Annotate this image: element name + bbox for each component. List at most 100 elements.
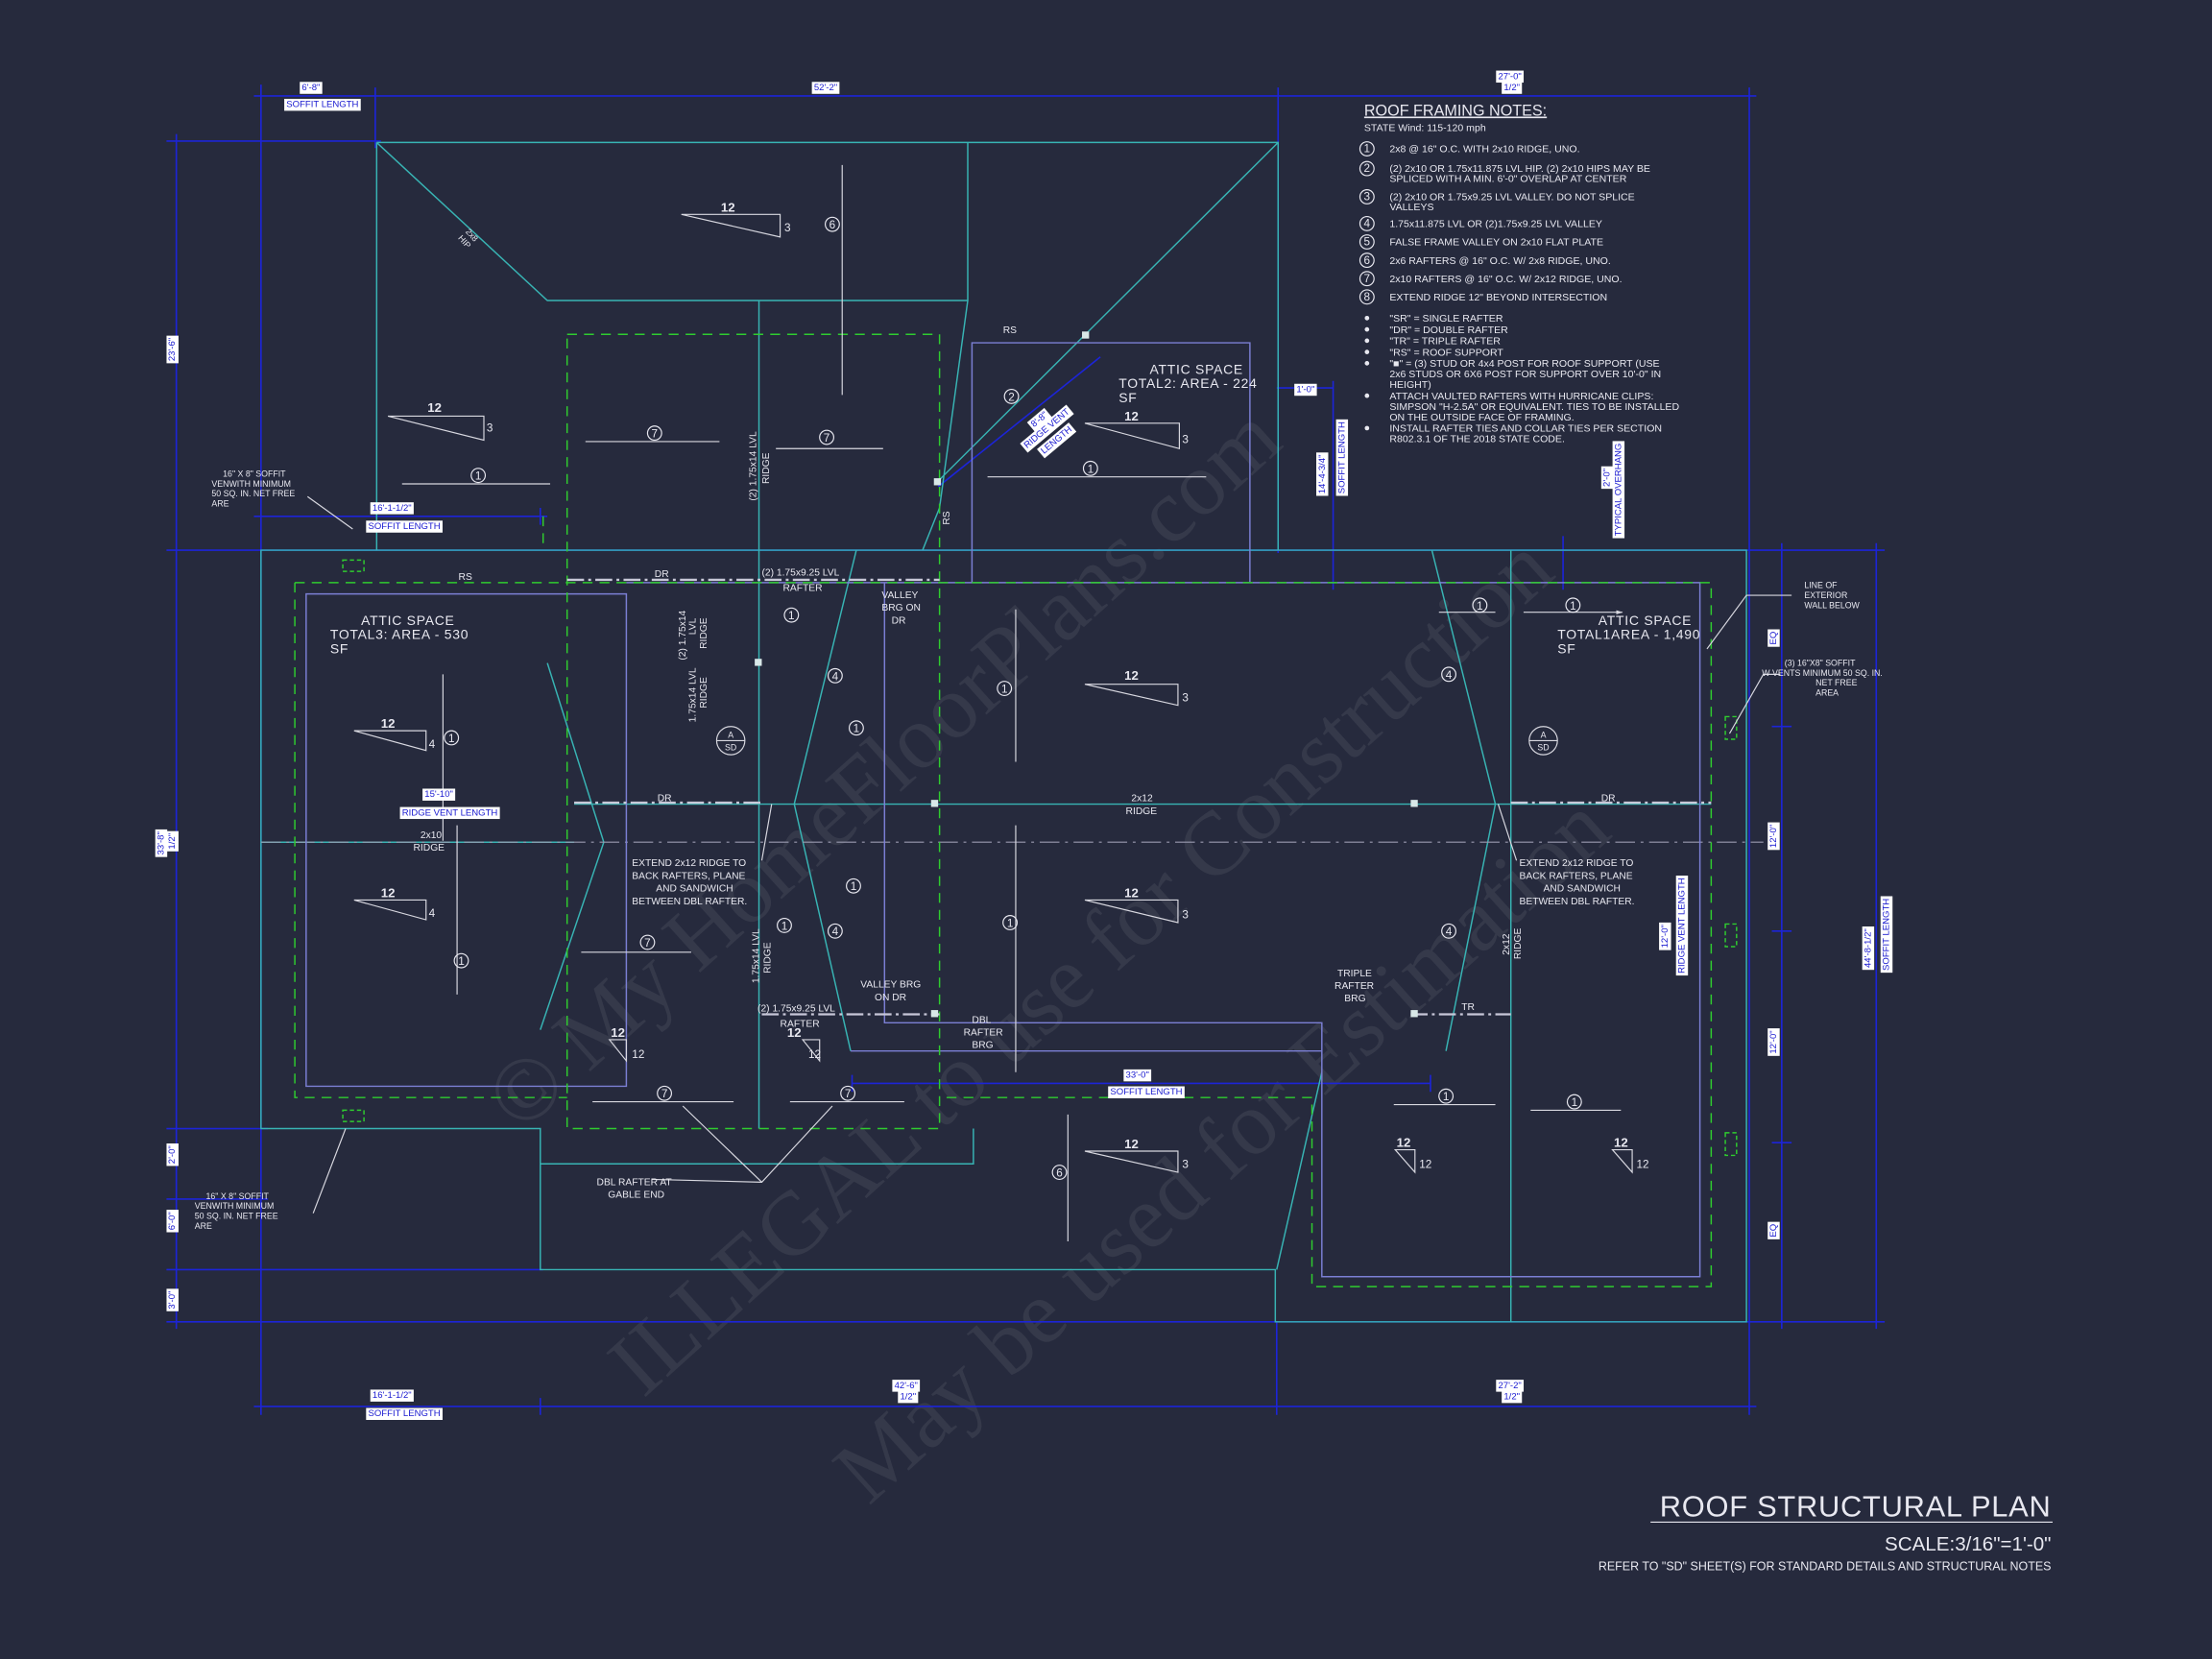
- soffit-vent-note: 50 SQ. IN. NET FREE: [195, 1212, 278, 1221]
- ref-number: 6: [830, 219, 836, 231]
- valley-bearing-label: VALLEY BRG: [860, 980, 921, 991]
- ref-number: 1: [1443, 1091, 1450, 1103]
- dimension-label-box: [284, 98, 361, 111]
- attic-area: TOTAL1AREA - 1,490: [1557, 627, 1700, 642]
- note-ref-marker: 4: [827, 667, 843, 684]
- lvl-ridge-label: 1.75x14 LVL: [752, 928, 762, 983]
- dimension-label: 16'-1-1/2": [373, 1390, 412, 1401]
- ref-circle-icon: [846, 878, 861, 894]
- dimension-label-box: [166, 830, 179, 852]
- note-text: R802.3.1 OF THE 2018 STATE CODE.: [1389, 434, 1565, 445]
- dimension-label-box: [166, 1143, 179, 1166]
- dimension-label-box: [1767, 629, 1780, 647]
- note-number: 5: [1364, 236, 1371, 249]
- soffit-vent-note: 16" X 8" SOFFIT: [223, 469, 286, 479]
- note-text: 2x6 RAFTERS @ 16" O.C. W/ 2x8 RIDGE, UNO…: [1389, 255, 1610, 267]
- note-number: 7: [1364, 273, 1371, 285]
- dimension-label-box: [1767, 822, 1780, 851]
- dimension-label-box: [1294, 383, 1317, 397]
- dimension-label-box: [1316, 452, 1329, 496]
- note-text: FALSE FRAME VALLEY ON 2x10 FLAT PLATE: [1389, 237, 1603, 249]
- ref-number: 7: [845, 1088, 852, 1100]
- soffit-length-label: SOFFIT LENGTH: [286, 100, 358, 110]
- pitch-run: 12: [1124, 409, 1139, 423]
- valley-bearing-label: BRG ON: [881, 603, 921, 613]
- section-marker: A SD: [715, 726, 746, 756]
- dimension-label: 6'-0": [167, 1212, 178, 1230]
- framing-bullet: "DR" = DOUBLE RAFTER: [1364, 325, 1508, 336]
- section-sheet: SD: [1537, 743, 1549, 753]
- note-text: INSTALL RAFTER TIES AND COLLAR TIES PER …: [1389, 423, 1662, 435]
- note-text: 2x8 @ 16" O.C. WITH 2x10 RIDGE, UNO.: [1389, 144, 1579, 156]
- dimension-label: 23'-6": [167, 338, 178, 361]
- note-number-circle: [1358, 271, 1375, 287]
- gable-note: GABLE END: [608, 1190, 664, 1201]
- extend-ridge-note: BETWEEN DBL RAFTER.: [632, 897, 747, 907]
- dimension-label-box: [366, 1407, 443, 1420]
- note-text: "■" = (3) STUD OR 4x4 POST FOR ROOF SUPP…: [1389, 358, 1659, 370]
- pitch-rise: 4: [429, 907, 436, 920]
- ref-number: 1: [1001, 683, 1008, 695]
- ridge-size: 2x10: [421, 830, 443, 841]
- soffit-vent-note: 50 SQ. IN. NET FREE: [211, 489, 295, 498]
- ref-number: 4: [832, 670, 839, 683]
- attic-space-label: ATTIC SPACE TOTAL2: AREA - 224 SF: [1118, 361, 1257, 404]
- attic-area: TOTAL3: AREA - 530: [330, 627, 469, 642]
- ref-number: 4: [1446, 669, 1453, 682]
- ref-number: 1: [1572, 1096, 1578, 1109]
- ridge-size: 2x12: [1131, 794, 1153, 805]
- extend-ridge-note: AND SANDWICH: [1544, 884, 1621, 895]
- attic-area: TOTAL2: AREA - 224: [1118, 375, 1257, 391]
- triple-rafter-brg-label: TRIPLE: [1337, 969, 1372, 979]
- dimension-label: EQ: [1768, 632, 1779, 645]
- note-ref-marker: 1: [848, 720, 864, 736]
- dimension-label: 3'-0": [167, 1291, 178, 1310]
- dimension-label-box: [166, 1288, 179, 1311]
- pitch-rise: 3: [1182, 909, 1189, 922]
- bullet-icon: [1364, 315, 1370, 321]
- note-text: "TR" = TRIPLE RAFTER: [1389, 336, 1501, 348]
- ref-circle-icon: [453, 952, 469, 969]
- dimension-label: 1/2": [900, 1392, 916, 1403]
- ref-number: 1: [1088, 463, 1094, 475]
- dimension-label-box: [1335, 419, 1349, 496]
- dimension-label-box: [1502, 1390, 1523, 1404]
- bullet-icon: [1364, 326, 1370, 332]
- note-text: 2x6 STUDS OR 6X6 POST FOR SUPPORT OVER 1…: [1389, 369, 1661, 380]
- ref-number: 1: [854, 723, 860, 735]
- ref-number: 1: [851, 880, 857, 893]
- dimension-label: 12'-0": [1660, 925, 1671, 948]
- note-ref-marker: 1: [1566, 1094, 1582, 1110]
- ridge-label: RIDGE: [1126, 806, 1158, 817]
- extend-ridge-note: BACK RAFTERS, PLANE: [1520, 871, 1633, 881]
- ref-circle-icon: [827, 667, 843, 684]
- extend-ridge-note: BETWEEN DBL RAFTER.: [1520, 897, 1635, 907]
- section-marker: A SD: [1528, 726, 1558, 756]
- attic-space-label: ATTIC SPACE TOTAL3: AREA - 530 SF: [330, 613, 469, 656]
- dimension-label-box: [166, 335, 179, 364]
- soffit-vent-note: AREA: [1815, 687, 1839, 697]
- attic-unit: SF: [1118, 390, 1137, 405]
- extend-ridge-note: AND SANDWICH: [656, 884, 733, 895]
- dimension-label-box: [1612, 441, 1625, 539]
- soffit-vent-note: (3) 16"X8" SOFFIT: [1785, 659, 1856, 668]
- note-ref-marker: 7: [657, 1085, 673, 1101]
- lvl-ridge-label: (2) 1.75x14: [678, 610, 688, 660]
- pitch-rise: 3: [487, 422, 493, 435]
- ref-circle-icon: [1566, 1094, 1582, 1110]
- note-number: 6: [1364, 254, 1371, 267]
- dimension-label: EQ: [1768, 1224, 1779, 1238]
- ref-circle-icon: [827, 923, 843, 939]
- dimension-label: 1'-0": [1296, 384, 1314, 395]
- pitch-rise: 12: [632, 1048, 644, 1061]
- soffit-length-label: SOFFIT LENGTH: [369, 521, 441, 532]
- note-ref-marker: 1: [846, 878, 861, 894]
- ref-number: 7: [652, 428, 659, 441]
- ref-circle-icon: [1438, 1088, 1455, 1104]
- notes-heading: ROOF FRAMING NOTES:: [1364, 102, 1547, 119]
